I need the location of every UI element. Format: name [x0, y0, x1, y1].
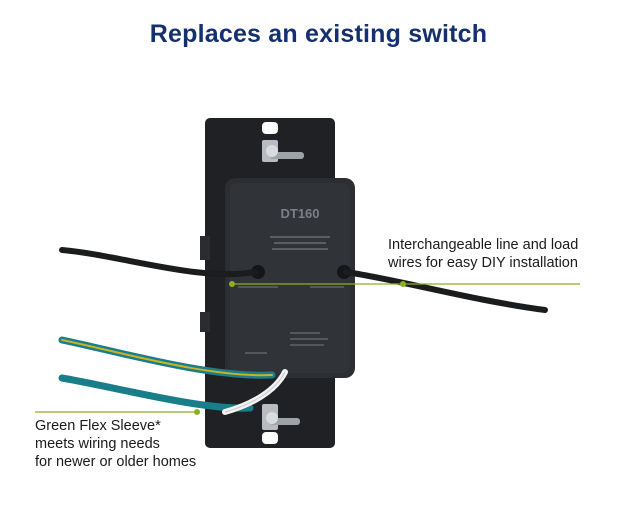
top-mounting-slot	[262, 122, 278, 134]
black-wire-left	[59, 247, 258, 278]
leader-dot	[229, 281, 235, 287]
leader-dot	[194, 409, 200, 415]
sleeve-callout-line2: meets wiring needs	[35, 436, 160, 452]
sleeve-callout-line1: Green Flex Sleeve*	[35, 418, 161, 434]
bottom-screw	[262, 404, 300, 430]
black-wire-right	[343, 269, 548, 313]
wires-callout-line1: Interchangeable line and load	[388, 237, 579, 253]
wires-callout-line2: wires for easy DIY installation	[388, 255, 578, 271]
model-label: DT160	[280, 206, 319, 221]
wires-callout: Interchangeable line and load wires for …	[388, 236, 578, 272]
top-screw	[262, 140, 304, 162]
side-tab	[200, 312, 210, 332]
sleeve-callout: Green Flex Sleeve* meets wiring needs fo…	[35, 417, 196, 471]
side-tab	[200, 236, 210, 260]
sleeve-callout-line3: for newer or older homes	[35, 454, 197, 470]
page-title: Replaces an existing switch	[149, 20, 488, 48]
bottom-mounting-slot	[262, 432, 278, 444]
leader-dot	[400, 281, 406, 287]
